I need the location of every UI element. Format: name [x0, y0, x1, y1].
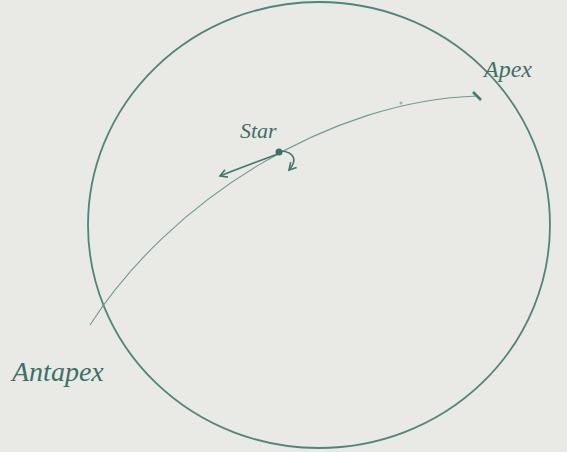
sphere-outline [88, 2, 550, 448]
apex-mark [473, 92, 481, 100]
sphere-label: Star [240, 120, 277, 142]
great-circle-arc [90, 96, 478, 325]
sphere-label: Antapex [12, 358, 104, 386]
rotation-arrow [281, 151, 294, 170]
motion-arrow [220, 154, 278, 176]
ink-speck [400, 102, 403, 105]
sphere-label: Apex [484, 57, 532, 81]
star-dot [276, 149, 283, 156]
